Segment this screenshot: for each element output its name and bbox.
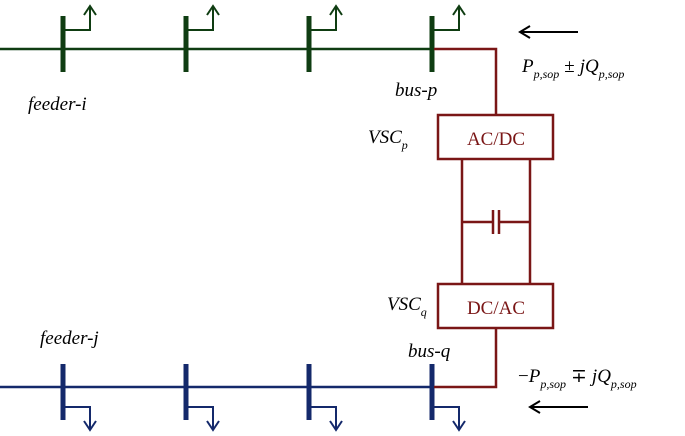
load-arrow-down-icon [65,406,97,432]
load-arrow-up-icon [311,4,343,31]
power-top-p-sub: p,sop [533,67,560,81]
power-top-label: Pp,sop±jQp,sop [521,56,624,81]
power-top-q-sub: p,sop [598,67,625,81]
power-bottom-label: −Pp,sop∓jQp,sop [518,366,637,391]
power-top-p: P [521,56,534,77]
power-bottom-p: P [528,366,541,387]
vsc-p-label: VSCp [368,127,408,152]
bus-q-label: bus-q [408,341,451,362]
power-bottom-minus: − [518,366,529,387]
dc-ac-label: DC/AC [467,298,525,319]
feeder-j-label: feeder-j [40,328,99,349]
power-top-op: ± [564,56,574,77]
power-bottom-jq: jQ [589,366,611,387]
vsc-q-sub: q [421,305,427,319]
ac-dc-label: AC/DC [467,129,525,150]
sop-converter: AC/DC DC/AC [434,47,555,389]
feeder-i-group [0,4,466,72]
bus-q-connection [434,328,498,389]
arrow-left-icon [528,400,588,414]
vsc-p-base: VSC [368,127,402,148]
load-arrow-up-icon [65,4,97,31]
vsc-q-base: VSC [387,294,421,315]
load-arrow-up-icon [434,4,466,31]
power-bottom-q-sub: p,sop [610,377,637,391]
ac-dc-box [436,113,555,161]
arrow-left-icon [518,25,578,39]
load-arrow-down-icon [311,406,343,432]
load-arrow-down-icon [434,406,466,432]
bus-p-label: bus-p [395,80,437,101]
feeder-i-label: feeder-i [28,94,87,115]
capacitor-icon [462,210,530,234]
power-bottom-op: ∓ [571,366,587,387]
feeder-j-group [0,364,466,432]
load-arrow-up-icon [188,4,220,31]
power-bottom-p-sub: p,sop [539,377,566,391]
vsc-p-sub: p [401,138,408,152]
bus-p-connection [434,47,498,115]
power-top-jq: jQ [577,56,599,77]
vsc-q-label: VSCq [387,294,427,319]
load-arrow-down-icon [188,406,220,432]
